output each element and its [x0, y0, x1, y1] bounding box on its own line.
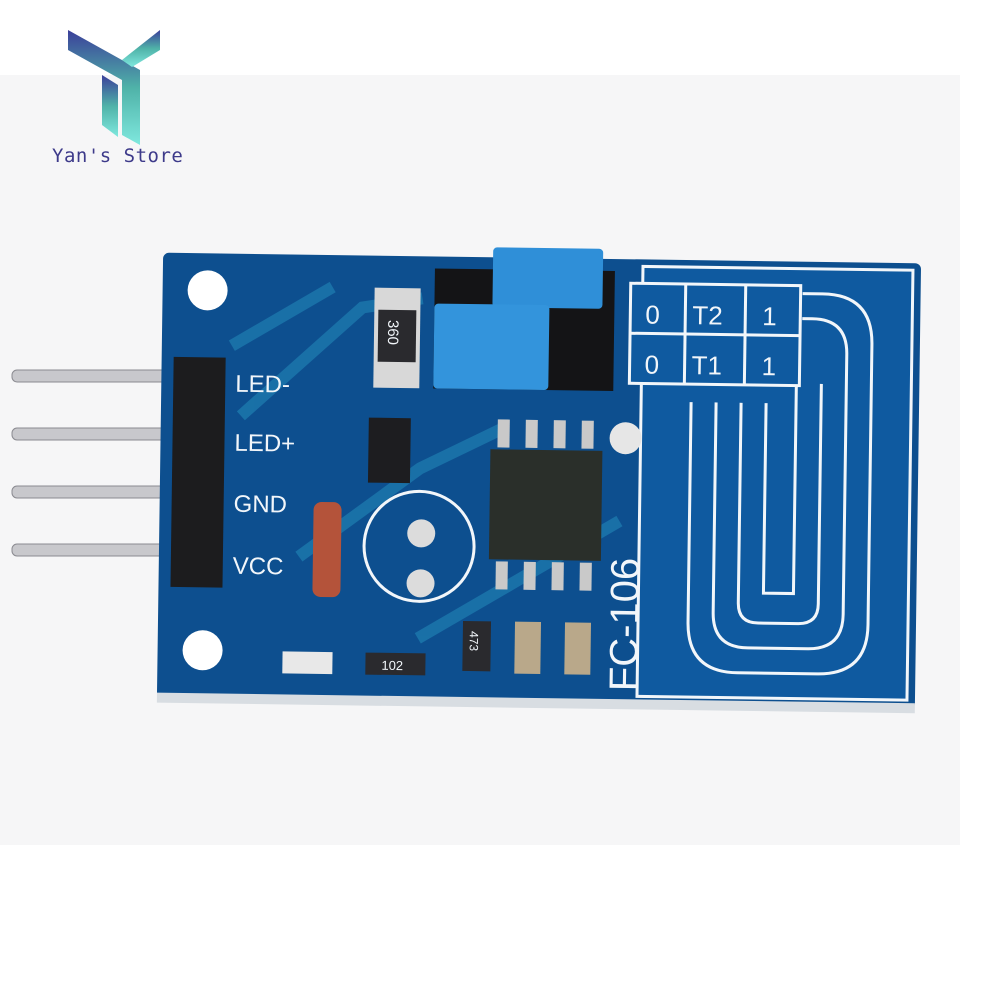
store-name: Yan's Store: [52, 145, 184, 167]
resistor-code-360: 360: [384, 320, 401, 345]
pin-header: [170, 356, 226, 588]
label-vcc: VCC: [233, 553, 284, 581]
jumper-t1-0: 0: [644, 349, 659, 379]
jumper-cap-t2: [492, 247, 604, 309]
jumper-t1-1: 1: [761, 351, 776, 381]
jumper-t1-label: T1: [691, 350, 722, 380]
resistor-code-102: 102: [381, 658, 403, 673]
transistor: [367, 417, 411, 484]
store-logo: [68, 30, 160, 145]
capacitor: [564, 622, 592, 675]
jumper-t2-0: 0: [645, 299, 660, 329]
jumper-t2-label: T2: [692, 300, 723, 330]
ic-chip: [488, 449, 603, 561]
diode: [312, 501, 342, 598]
header-pins: [11, 369, 198, 557]
led: [282, 651, 333, 675]
jumper-t2-1: 1: [762, 301, 777, 331]
label-gnd: GND: [233, 491, 287, 519]
label-led-minus: LED-: [235, 371, 290, 399]
label-led-plus: LED+: [234, 430, 295, 458]
resistor-code-473: 473: [467, 631, 481, 652]
jumper-table: [627, 281, 803, 388]
board-model-label: FC-106: [602, 558, 648, 692]
capacitor: [514, 621, 542, 675]
jumper-cap-t1: [433, 303, 550, 391]
